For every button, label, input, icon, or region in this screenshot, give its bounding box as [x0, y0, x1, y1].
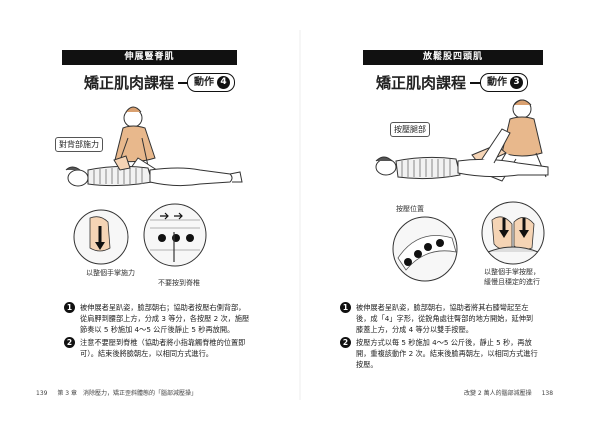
- back-press-illustration: [65, 106, 243, 187]
- press-position-detail: [392, 216, 458, 282]
- footer-chapter: 第 3 章 消除壓力，矯正歪斜體態的「腦部減壓操」: [57, 390, 198, 397]
- page-title: 矯正肌肉課程: [84, 74, 175, 92]
- step-text: 被伸展者呈趴姿，臉部朝右，協助者將其右膝彎起至左後，成「4」字形，從銳角處往臀部…: [356, 303, 534, 334]
- step-number: 1: [64, 302, 75, 313]
- spine-detail-illustration: [143, 203, 207, 267]
- book-gutter: [299, 30, 301, 400]
- step-number: 1: [340, 302, 351, 313]
- footer-left: 139 第 3 章 消除壓力，矯正歪斜體態的「腦部減壓操」: [36, 388, 197, 397]
- footer-book-title: 改變 2 萬人的腦部減壓操: [464, 390, 532, 397]
- step-2: 2 按壓方式以每 5 秒施加 4～5 公斤後，靜止 5 秒，再放開，重複該動作 …: [340, 337, 540, 370]
- label-hand-press: 以整個手掌按壓， 緩慢且穩定的進行: [484, 267, 540, 287]
- move-label: 動作: [487, 77, 507, 88]
- callout-back-press: 對背部施力: [55, 137, 103, 152]
- section-tab: 伸展豎脊肌: [62, 50, 237, 65]
- label-no-spine: 不要按到脊椎: [158, 279, 200, 287]
- page-number: 139: [36, 390, 48, 397]
- title-dash: [470, 82, 482, 84]
- label-press-position: 按壓位置: [396, 205, 424, 213]
- label-hand-press: 以整個手掌施力: [86, 269, 135, 277]
- callout-thigh-press: 按壓腿部: [390, 122, 430, 137]
- hands-detail-illustration: [481, 201, 545, 265]
- title-dash: [178, 82, 190, 84]
- page-title: 矯正肌肉課程: [376, 74, 467, 92]
- step-text: 被伸展者呈趴姿，臉部朝右；協助者按壓右側背部，從肩胛到腰部上方，分成 3 等分，…: [80, 303, 250, 334]
- thigh-press-illustration: [375, 99, 549, 182]
- section-tab: 放鬆股四頭肌: [363, 50, 543, 65]
- step-text: 按壓方式以每 5 秒施加 4～5 公斤後，靜止 5 秒，再放開，重複該動作 2 …: [356, 338, 538, 369]
- step-1: 1 被伸展者呈趴姿，臉部朝右，協助者將其右膝彎起至左後，成「4」字形，從銳角處往…: [340, 302, 540, 335]
- move-label: 動作: [194, 77, 214, 88]
- step-text: 注意不要壓到脊椎（協助者將小指靠觸脊椎的位置即可）。結束後將臉朝左，以相同方式進…: [80, 338, 246, 358]
- move-number: 4: [217, 76, 230, 89]
- step-1: 1 被伸展者呈趴姿，臉部朝右；協助者按壓右側背部，從肩胛到腰部上方，分成 3 等…: [64, 302, 252, 335]
- palm-detail-illustration: [73, 209, 129, 265]
- move-number: 3: [510, 76, 523, 89]
- step-number: 2: [64, 337, 75, 348]
- footer-right: 改變 2 萬人的腦部減壓操 138: [464, 388, 553, 397]
- label-hand-press-line1: 以整個手掌按壓，: [484, 268, 540, 276]
- page-number: 138: [541, 390, 554, 397]
- step-2: 2 注意不要壓到脊椎（協助者將小指靠觸脊椎的位置即可）。結束後將臉朝左，以相同方…: [64, 337, 252, 359]
- label-hand-press-line2: 緩慢且穩定的進行: [484, 278, 540, 286]
- step-number: 2: [340, 337, 351, 348]
